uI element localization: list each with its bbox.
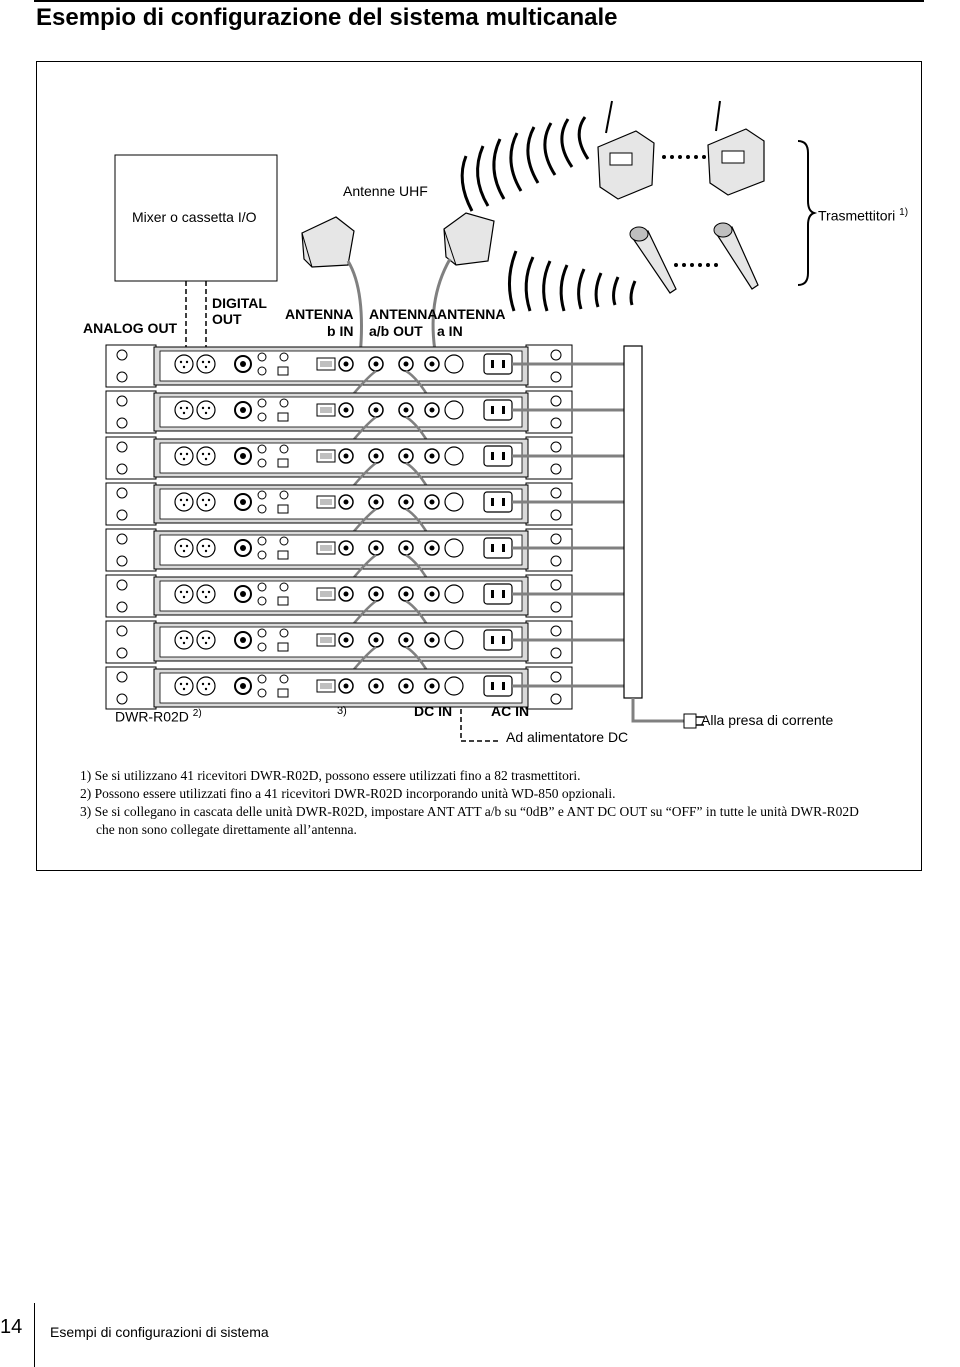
handheld-transmitter-icon-1 <box>629 226 677 294</box>
antenna-label: Antenne UHF <box>343 183 428 199</box>
power-strip <box>623 345 643 699</box>
footnote-2: 2) Possono essere utilizzati fino a 41 r… <box>80 786 616 801</box>
page-number: 14 <box>0 1316 23 1338</box>
radio-waves-upper <box>460 116 590 212</box>
antenna-a-label-2: a IN <box>437 323 463 339</box>
receiver-ref: 2) <box>192 708 202 719</box>
footnote-3: 3) Se si collegano in cascata delle unit… <box>80 804 859 837</box>
receiver-unit <box>105 482 624 542</box>
receiver-text: DWR-R02D <box>115 708 189 725</box>
ac-in-label: AC IN <box>491 703 530 719</box>
outlet-label: Alla presa di corrente <box>701 712 834 728</box>
transmitters-text: Trasmettitori <box>818 207 896 224</box>
figure-frame <box>36 61 922 871</box>
footer-text: Esempi di configurazioni di sistema <box>50 1324 269 1340</box>
bodypack-transmitter-icon-1 <box>597 100 655 200</box>
receiver-stack <box>105 344 624 710</box>
antenna-b-label-1: ANTENNA <box>285 306 354 322</box>
receiver-unit <box>105 620 624 680</box>
radio-waves-lower <box>508 250 637 312</box>
receiver-unit <box>105 436 624 496</box>
antenna-ab-label-2: a/b OUT <box>369 323 423 339</box>
analog-out-label: ANALOG OUT <box>83 320 178 336</box>
dc-supply-label: Ad alimentatore DC <box>506 729 629 745</box>
ref3-label: 3) <box>337 705 347 717</box>
receiver-label: DWR-R02D 2) <box>115 706 202 725</box>
multichannel-diagram <box>105 100 818 742</box>
page-title: Esempio di configurazione del sistema mu… <box>36 4 618 31</box>
power-cable <box>631 698 684 723</box>
dc-in-label: DC IN <box>414 703 453 719</box>
footnotes: 1) Se si utilizzano 41 ricevitori DWR-R0… <box>80 767 870 839</box>
transmitters-label: Trasmettitori 1) <box>818 205 908 224</box>
receiver-unit <box>105 666 624 710</box>
plug-icon <box>683 713 704 729</box>
transmitters-ref: 1) <box>899 207 909 218</box>
handheld-transmitter-icon-2 <box>713 222 759 290</box>
antenna-a-icon <box>443 212 495 266</box>
receiver-unit <box>105 528 624 588</box>
bodypack-transmitter-icon-2 <box>707 100 765 196</box>
digital-out-label-1: DIGITAL <box>212 295 267 311</box>
receiver-unit <box>105 390 624 450</box>
mixer-label: Mixer o cassetta I/O <box>132 209 257 225</box>
receiver-unit <box>105 574 624 634</box>
footer-rule <box>34 1303 35 1367</box>
mixer-box <box>114 154 278 282</box>
antenna-b-cable <box>346 260 363 358</box>
antenna-a-label-1: ANTENNA <box>437 306 506 322</box>
antenna-b-label-2: b IN <box>327 323 354 339</box>
receiver-unit <box>105 344 624 404</box>
antenna-a-cable <box>431 258 452 358</box>
top-rule <box>34 0 924 2</box>
antenna-b-icon <box>301 216 355 268</box>
antenna-ab-label-1: ANTENNA <box>369 306 438 322</box>
transmitters-brace <box>797 140 818 286</box>
dots-1 <box>662 155 706 159</box>
footnote-1: 1) Se si utilizzano 41 ricevitori DWR-R0… <box>80 768 581 783</box>
dc-dashed-line <box>460 709 498 742</box>
dots-2 <box>674 263 718 267</box>
digital-out-label-2: OUT <box>212 311 242 327</box>
